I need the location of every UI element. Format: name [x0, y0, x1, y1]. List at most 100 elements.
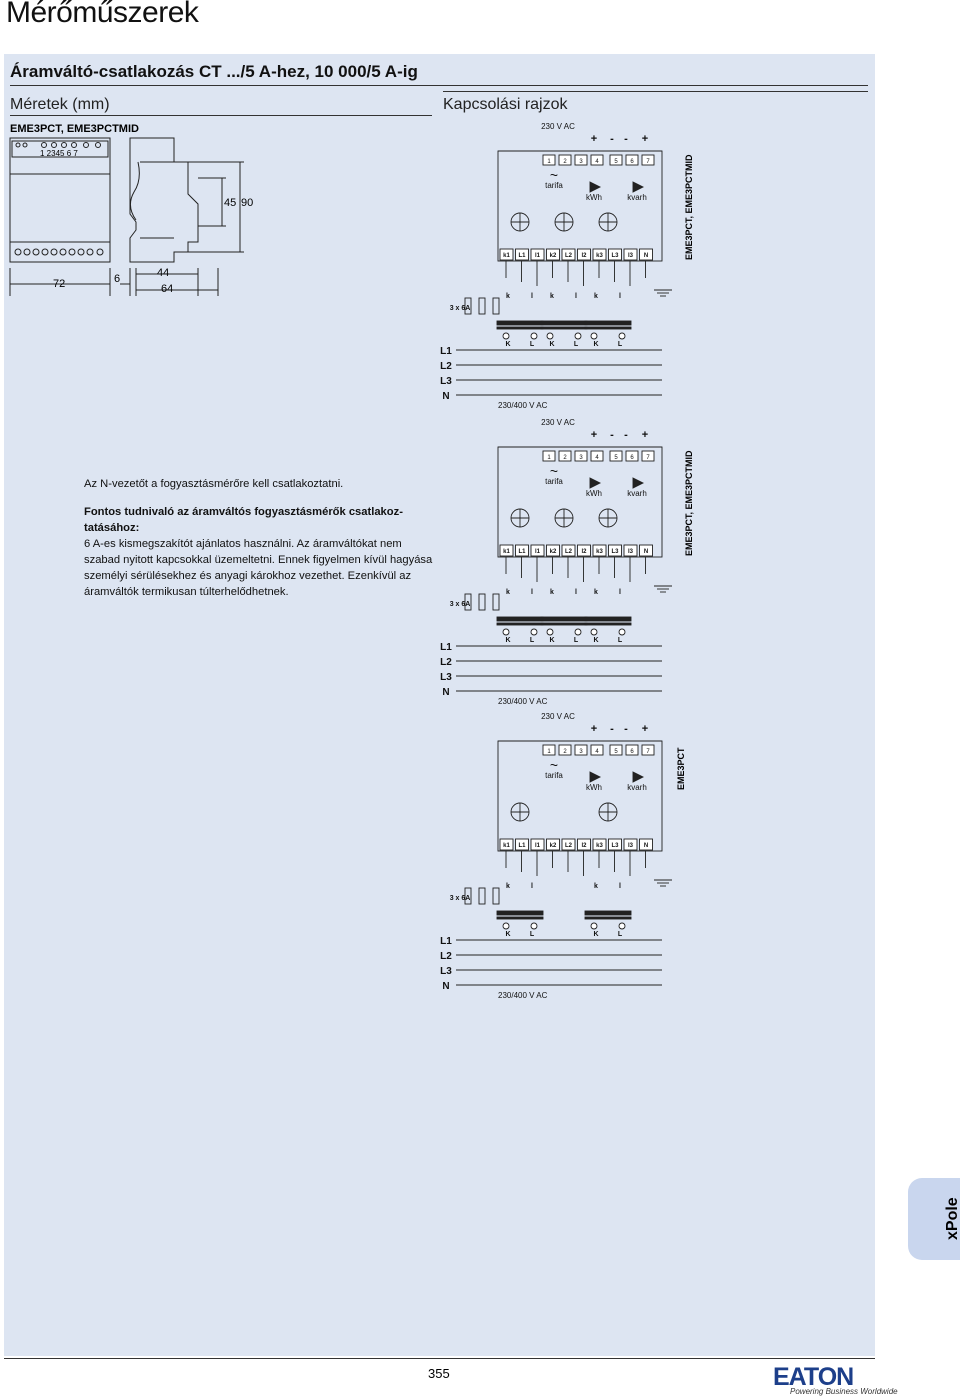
meter-enclosure — [497, 740, 663, 852]
ct-l-label: l — [575, 293, 577, 300]
diagram3-model-label: EME3PCT — [676, 747, 686, 790]
bottom-terminal — [577, 248, 591, 261]
fuse — [492, 887, 500, 905]
svg-text:EATON: EATON — [773, 1363, 853, 1387]
bottom-terminal — [546, 544, 560, 557]
fuse — [478, 887, 486, 905]
top-terminal-label: 5 — [614, 159, 618, 165]
current-transformer — [496, 910, 544, 916]
page-number: 355 — [428, 1366, 450, 1381]
bottom-terminal-label: L2 — [565, 253, 573, 259]
diagram2-model-label: EME3PCT, EME3PCTMID — [684, 450, 694, 556]
ct-K-label: K — [593, 637, 598, 644]
bottom-terminal — [639, 248, 653, 261]
supply-line-label: L3 — [440, 966, 452, 977]
tarifa-label: tarifa — [545, 771, 563, 780]
ct-L-label: L — [574, 341, 579, 348]
bottom-terminal — [561, 544, 576, 557]
bottom-terminal-label: L3 — [611, 253, 619, 259]
ct-L-label: L — [618, 931, 623, 938]
ct-K-label: K — [593, 931, 598, 938]
supply-line-label: L1 — [440, 642, 452, 653]
bottom-terminal-label: k2 — [550, 843, 557, 849]
front-view-outline — [9, 137, 111, 263]
bottom-terminal — [592, 838, 607, 851]
top-terminal — [609, 154, 623, 166]
eaton-tagline: Powering Business Worldwide — [790, 1387, 898, 1396]
bottom-terminal — [623, 248, 638, 261]
bottom-terminal-label: k3 — [596, 253, 603, 259]
tarifa-label: tarifa — [545, 477, 563, 486]
bottom-terminal — [530, 544, 545, 557]
eaton-logo: EATON — [773, 1363, 854, 1387]
meter-enclosure — [497, 446, 663, 558]
bottom-terminal-label: L2 — [565, 843, 573, 849]
dim-72: 72 — [53, 278, 66, 290]
bottom-terminal-label: L1 — [518, 253, 526, 259]
supply-400-label: 230/400 V AC — [498, 991, 548, 1000]
bottom-terminal-label: N — [644, 549, 648, 555]
top-terminal — [558, 744, 572, 756]
ct-l-label: l — [619, 293, 621, 300]
current-transformer — [584, 320, 632, 326]
polarity-mark: - — [610, 723, 614, 735]
bottom-terminal-label: k3 — [596, 843, 603, 849]
bottom-terminal — [515, 838, 529, 851]
bottom-terminal-label: N — [644, 253, 648, 259]
dimensions-heading: Méretek (mm) — [10, 96, 110, 113]
bottom-terminal — [608, 248, 622, 261]
supply-line-label: N — [442, 391, 449, 402]
supply-230-label: 230 V AC — [541, 122, 575, 131]
supply-400-label: 230/400 V AC — [498, 401, 548, 410]
bottom-terminal — [546, 248, 560, 261]
current-transformer — [540, 616, 588, 622]
ac-symbol: ~ — [550, 463, 558, 479]
bottom-terminal-label: k1 — [503, 253, 510, 259]
bottom-terminal — [561, 248, 576, 261]
bottom-terminal-label: k3 — [596, 549, 603, 555]
top-terminal-label: 2 — [563, 455, 567, 461]
ac-symbol: ~ — [550, 167, 558, 183]
top-terminal — [625, 744, 639, 756]
top-terminal-label: 6 — [630, 749, 634, 755]
ac-symbol: ~ — [550, 757, 558, 773]
led-kwh — [589, 477, 602, 489]
page-title: Mérőműszerek — [6, 0, 199, 29]
top-terminal-label: 7 — [646, 455, 650, 461]
polarity-mark: + — [642, 723, 648, 735]
ct-k-label: k — [594, 293, 598, 300]
top-terminal — [590, 450, 604, 462]
bottom-terminal — [499, 544, 514, 557]
bottom-terminal — [577, 544, 591, 557]
top-terminal-label: 6 — [630, 455, 634, 461]
top-terminal-label: 4 — [595, 159, 599, 165]
ct-K-label: K — [505, 341, 510, 348]
bottom-terminal-label: l1 — [535, 253, 541, 259]
ct-L-label: L — [530, 931, 535, 938]
fuse — [464, 593, 472, 611]
bottom-terminal — [592, 248, 607, 261]
top-terminal — [641, 154, 655, 166]
side-view-outline — [129, 137, 199, 263]
current-transformer — [584, 616, 632, 622]
ct-l-label: l — [531, 883, 533, 890]
fuse-label: 3 x 6A — [450, 895, 471, 902]
top-terminal-label: 1 — [547, 159, 551, 165]
top-terminal-label: 1 — [547, 455, 551, 461]
current-transformer — [496, 320, 544, 326]
ct-K-label: K — [505, 931, 510, 938]
bottom-terminal-label: l2 — [581, 253, 587, 259]
wiring-rule — [443, 91, 868, 92]
ct-l-label: l — [619, 883, 621, 890]
top-terminal — [625, 450, 639, 462]
bottom-terminal-label: N — [644, 843, 648, 849]
polarity-mark: + — [642, 429, 648, 441]
note-block: Az N-vezetőt a fogyasztásmérőre kell csa… — [84, 476, 434, 600]
led-kvarh — [632, 477, 645, 489]
bottom-terminal-label: L1 — [518, 549, 526, 555]
models-label: EME3PCT, EME3PCTMID — [10, 123, 139, 135]
fuse — [478, 297, 486, 315]
polarity-mark: - — [610, 429, 614, 441]
